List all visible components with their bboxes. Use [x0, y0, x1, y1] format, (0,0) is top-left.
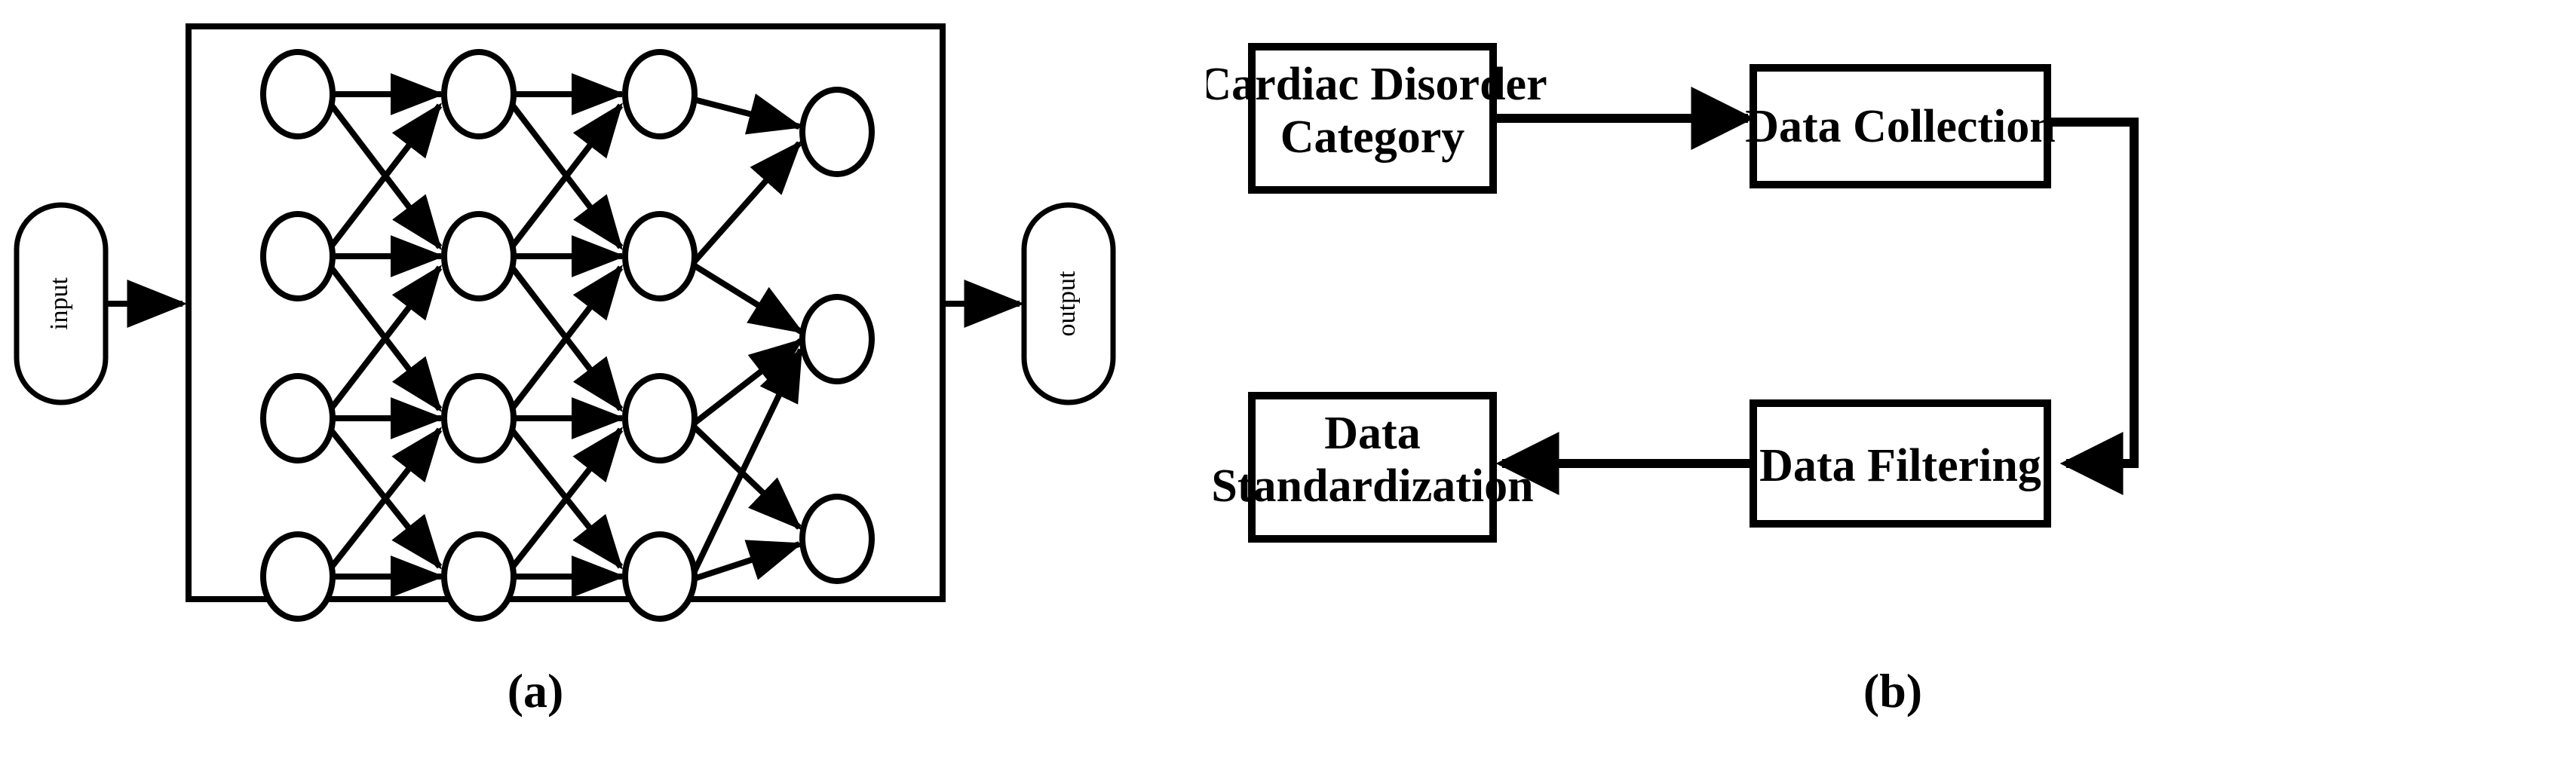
node-l3-3: [622, 373, 698, 463]
box-cardiac-disorder-category-shape: [1248, 43, 1497, 194]
box-data-filtering-label: Data Filtering: [1759, 440, 2041, 491]
output-capsule-shape: [1021, 202, 1116, 405]
box-data-collection-label: Data Collection: [1745, 101, 2056, 152]
box-cardiac-disorder-category-label-line2: Category: [1280, 112, 1464, 163]
node-l1-1: [260, 49, 336, 139]
box-data-collection: Data Collection: [1745, 64, 2056, 188]
box-data-standardization-shape: [1248, 392, 1497, 543]
box-data-standardization-label-line2: Standardization: [1211, 460, 1533, 512]
node-l2-1: [441, 49, 517, 139]
panel-b-flowchart: Cardiac Disorder Category Data Collectio…: [1207, 0, 2576, 774]
box-cardiac-disorder-category: Cardiac Disorder Category: [1207, 43, 1547, 194]
node-l1-4: [260, 531, 336, 622]
network-nodes: [260, 49, 875, 622]
node-l2-3: [441, 373, 517, 463]
panel-a-neural-network: input: [0, 0, 1207, 774]
node-l3-1: [622, 49, 698, 139]
input-capsule: input: [14, 202, 109, 405]
node-l4-1: [799, 87, 875, 177]
box-data-standardization-label-line1: Data: [1324, 408, 1420, 459]
node-l1-3: [260, 373, 336, 463]
node-l2-2: [441, 211, 517, 301]
panel-b-caption: (b): [1863, 664, 1923, 717]
network-connections: [329, 73, 805, 598]
box-cardiac-disorder-category-label-line1: Cardiac Disorder: [1207, 59, 1547, 110]
neural-network-svg: input: [14, 23, 1116, 622]
node-l2-4: [441, 531, 517, 622]
node-l4-3: [799, 494, 875, 584]
panel-a-caption: (a): [507, 664, 564, 717]
flowchart-svg: Cardiac Disorder Category Data Collectio…: [1207, 43, 2139, 543]
arrow-collection-to-filtering: [2047, 118, 2139, 495]
box-data-filtering: Data Filtering: [1750, 399, 2051, 528]
node-l3-4: [622, 531, 698, 622]
output-capsule: output: [1021, 202, 1116, 405]
input-label: input: [45, 277, 73, 330]
node-l1-2: [260, 211, 336, 301]
node-l4-2: [799, 294, 875, 384]
box-data-standardization: Data Standardization: [1211, 392, 1534, 543]
output-label: output: [1053, 271, 1081, 336]
node-l3-2: [622, 211, 698, 301]
